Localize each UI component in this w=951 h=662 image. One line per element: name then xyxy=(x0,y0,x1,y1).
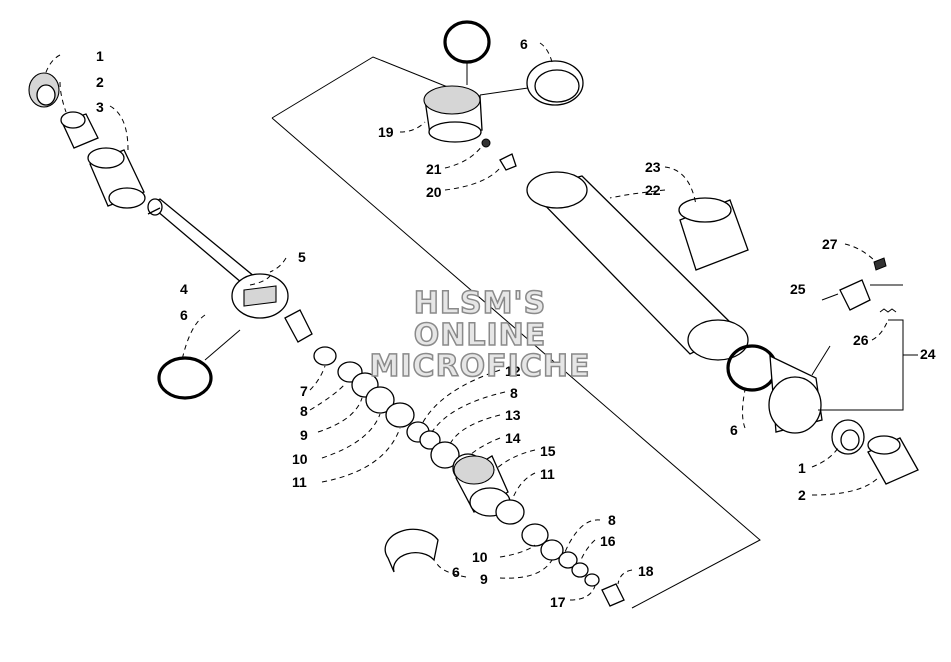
part-25-adjuster xyxy=(839,279,871,311)
part-22-reservoir-body xyxy=(526,171,749,361)
callout-24: 24 xyxy=(920,346,936,362)
callout-19: 19 xyxy=(378,124,394,140)
callout-16: 16 xyxy=(600,533,616,549)
part-18-nut xyxy=(601,583,625,607)
callout-18: 18 xyxy=(638,563,654,579)
callout-10: 10 xyxy=(292,451,308,467)
callout-22: 22 xyxy=(645,182,661,198)
part-5-shaft-eye xyxy=(231,273,313,343)
callout-6: 6 xyxy=(180,307,188,323)
callout-2: 2 xyxy=(96,74,104,90)
callout-8: 8 xyxy=(510,385,518,401)
part-3-eye-housing xyxy=(87,147,146,209)
part-24-body-cap xyxy=(768,354,823,434)
callout-21: 21 xyxy=(426,161,442,177)
callout-13: 13 xyxy=(505,407,521,423)
callout-17: 17 xyxy=(550,594,566,610)
callout-12: 12 xyxy=(505,363,521,379)
callout-6: 6 xyxy=(520,36,528,52)
part-6-o-ring-right xyxy=(726,344,778,392)
callout-2: 2 xyxy=(798,487,806,503)
part-19-reservoir-cap xyxy=(423,85,483,143)
part-6-o-ring-top xyxy=(443,20,491,64)
callout-6: 6 xyxy=(730,422,738,438)
callout-11: 11 xyxy=(292,474,307,490)
callout-9: 9 xyxy=(300,427,308,443)
callout-7: 7 xyxy=(300,383,308,399)
callout-3: 3 xyxy=(96,99,104,115)
part-2-sleeve-right xyxy=(867,435,919,485)
callout-23: 23 xyxy=(645,159,661,175)
callout-26: 26 xyxy=(853,332,869,348)
part-6-wear-band-top xyxy=(526,60,584,106)
callout-27: 27 xyxy=(822,236,838,252)
part-2-sleeve-left xyxy=(60,111,99,149)
callout-9: 9 xyxy=(480,571,488,587)
part-1-bushing-right xyxy=(831,419,865,455)
callout-8: 8 xyxy=(300,403,308,419)
callout-4: 4 xyxy=(180,281,188,297)
assembly-frame xyxy=(271,56,471,119)
callout-25: 25 xyxy=(790,281,806,297)
part-1-bushing-left xyxy=(28,72,60,108)
part-23-bladder xyxy=(678,197,749,271)
part-27-screw xyxy=(873,257,887,271)
part-6-o-ring-left xyxy=(157,356,213,400)
callout-15: 15 xyxy=(540,443,556,459)
assembly-frame-lower xyxy=(271,117,761,609)
callout-20: 20 xyxy=(426,184,442,200)
callout-14: 14 xyxy=(505,430,521,446)
callout-5: 5 xyxy=(298,249,306,265)
shim-stack-lower xyxy=(495,499,600,587)
callout-1: 1 xyxy=(798,460,806,476)
callout-6: 6 xyxy=(452,564,460,580)
callout-10: 10 xyxy=(472,549,488,565)
part-21-o-ring-small xyxy=(481,138,491,148)
callout-1: 1 xyxy=(96,48,104,64)
part-20-valve xyxy=(499,153,517,171)
callout-8: 8 xyxy=(608,512,616,528)
part-6-wear-band-lower xyxy=(384,528,439,573)
part-26-spring xyxy=(879,308,897,313)
callout-11: 11 xyxy=(540,466,555,482)
